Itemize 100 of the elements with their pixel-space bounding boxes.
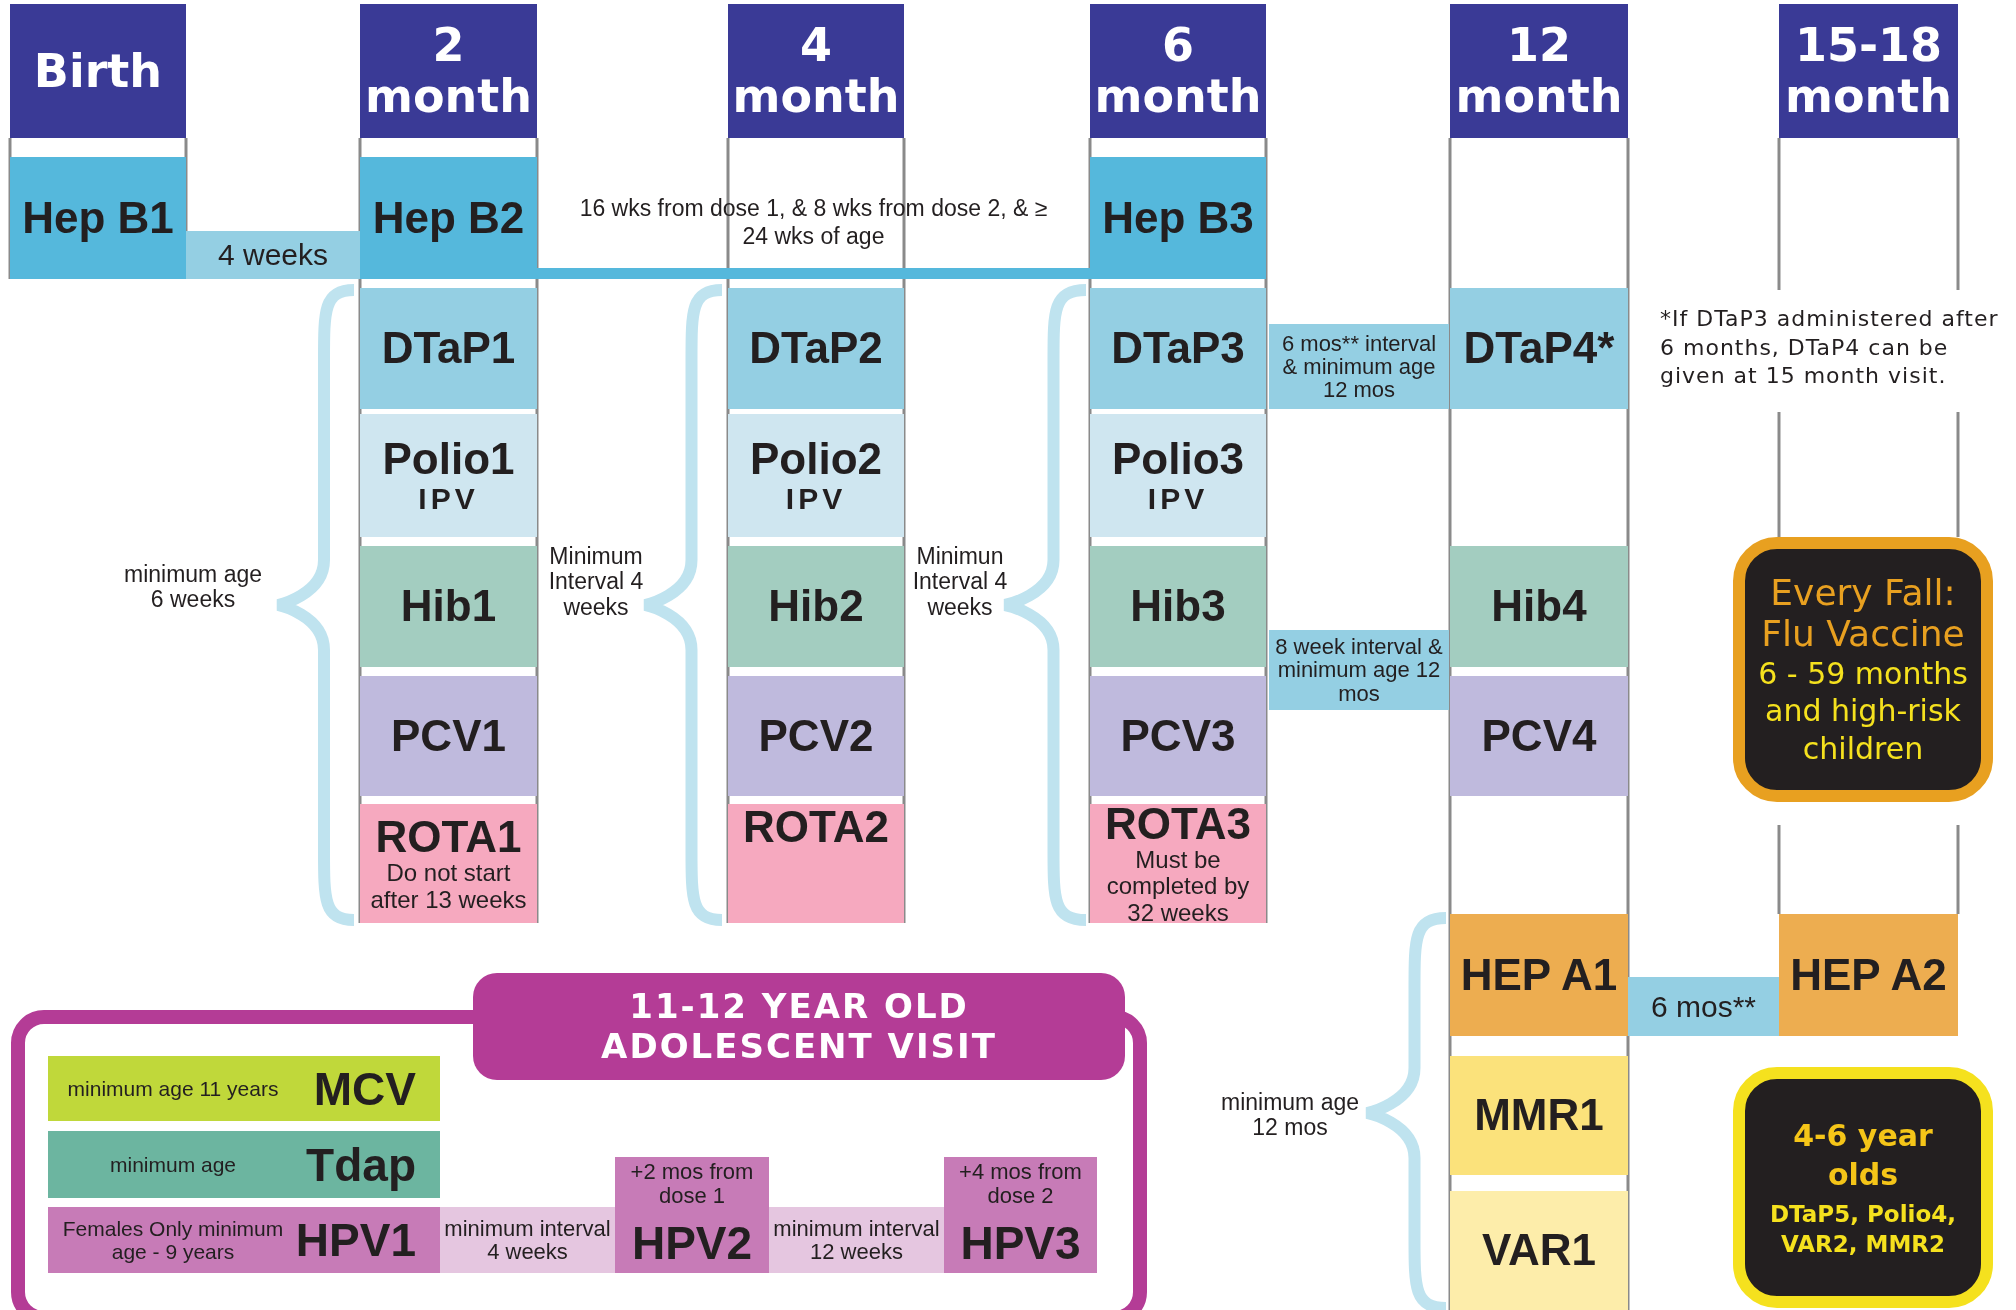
vaccine-box bbox=[360, 676, 537, 796]
vaccine-box bbox=[1450, 914, 1628, 1036]
vaccine-name: MMR1 bbox=[1474, 1092, 1604, 1139]
vaccine-name: PCV1 bbox=[391, 712, 506, 760]
note-heading: Every Fall: Flu Vaccine bbox=[1760, 571, 1966, 655]
age-label: 12 month bbox=[1455, 20, 1623, 122]
age-label: 2 month bbox=[365, 20, 532, 122]
vaccine-box bbox=[1450, 546, 1628, 667]
vaccine-name: DTaP4* bbox=[1463, 325, 1615, 372]
age-label: 6 month bbox=[1094, 20, 1262, 122]
vaccine-note: IPV bbox=[785, 482, 847, 516]
vaccine-box bbox=[360, 546, 537, 667]
age-header bbox=[1450, 4, 1628, 138]
vaccine-box bbox=[1090, 804, 1266, 923]
interval-band bbox=[186, 231, 360, 279]
interval-text: 6 mos** bbox=[1650, 990, 1756, 1023]
age-header bbox=[360, 4, 537, 138]
adolescent-visit-panel bbox=[10, 973, 1148, 1310]
vaccine-box bbox=[10, 157, 186, 279]
panel-title: 11-12 YEAR OLD ADOLESCENT VISIT bbox=[600, 985, 998, 1068]
interval-text: 6 mos** interval & minimum age 12 mos bbox=[1280, 331, 1438, 402]
vaccine-name: Hib4 bbox=[1491, 583, 1587, 630]
vaccine-box bbox=[615, 1157, 769, 1273]
note-heading: 4-6 year olds bbox=[1792, 1116, 1934, 1194]
footnote: *If DTaP3 administered after 6 months, DTaP4 can be given at 15 month visit. bbox=[1660, 305, 2000, 391]
vaccine-name: Polio1 bbox=[382, 435, 515, 483]
interval-text: minimum interval 4 weeks bbox=[444, 1216, 611, 1264]
age-header bbox=[10, 4, 186, 138]
vaccine-box bbox=[1450, 288, 1628, 409]
vaccine-name: HPV2 bbox=[631, 1216, 753, 1271]
vaccine-name: DTaP2 bbox=[749, 325, 883, 372]
vaccine-name: HEP A2 bbox=[1790, 951, 1947, 999]
note-text: DTaP5, Polio4, VAR2, MMR2 bbox=[1769, 1199, 1957, 1259]
age-note: minimum age 11 years bbox=[66, 1076, 280, 1101]
vaccine-name: Hib3 bbox=[1130, 583, 1226, 630]
vaccine-name: PCV3 bbox=[1120, 712, 1236, 760]
vaccine-box bbox=[1090, 414, 1266, 537]
age-label: Birth bbox=[33, 45, 163, 97]
vaccine-box bbox=[1090, 157, 1266, 279]
vaccine-name: ROTA3 bbox=[1105, 800, 1251, 847]
vaccine-name: Hib2 bbox=[768, 583, 864, 630]
vaccine-box bbox=[1090, 546, 1266, 667]
vaccine-box bbox=[728, 804, 904, 923]
vaccine-name: DTaP1 bbox=[381, 325, 516, 372]
vaccine-name: DTaP3 bbox=[1111, 325, 1245, 372]
vaccine-name: VAR1 bbox=[1481, 1227, 1597, 1274]
vaccine-note: Do not start after 13 weeks bbox=[369, 860, 528, 913]
vaccine-box bbox=[360, 288, 537, 409]
age-label: 15-18 month bbox=[1785, 20, 1952, 122]
vaccine-box bbox=[360, 157, 537, 279]
age-note: minimum age bbox=[108, 1152, 237, 1177]
age-note: Females Only minimum age - 9 years bbox=[61, 1216, 285, 1264]
interval-text: 16 wks from dose 1, & 8 wks from dose 2, & ≥ 24 wks of age bbox=[578, 195, 1049, 251]
note-text: 6 - 59 months and high-risk children bbox=[1757, 654, 1969, 768]
vaccine-box bbox=[360, 414, 537, 537]
vaccine-box bbox=[728, 546, 904, 667]
interval-band bbox=[769, 1207, 944, 1273]
age-header bbox=[728, 4, 904, 138]
vaccine-name: ROTA2 bbox=[743, 804, 889, 851]
vaccine-note: Must be completed by 32 weeks bbox=[1105, 847, 1251, 927]
vaccine-name: HPV1 bbox=[295, 1213, 416, 1267]
vaccine-box bbox=[1779, 914, 1958, 1036]
vaccine-name: ROTA1 bbox=[375, 814, 522, 861]
vaccine-box bbox=[48, 1056, 440, 1121]
vaccine-box bbox=[1450, 1056, 1628, 1175]
age-header bbox=[1779, 4, 1958, 138]
interval-note: +4 mos from dose 2 bbox=[958, 1159, 1083, 1209]
brace-label: Minimun Interval 4 weeks bbox=[911, 544, 1009, 620]
vaccine-box bbox=[944, 1157, 1097, 1273]
brace-label: minimum age 6 weeks bbox=[122, 562, 263, 613]
vaccine-name: PCV2 bbox=[758, 712, 874, 760]
vaccine-box bbox=[728, 676, 904, 796]
brace-label: minimum age 12 mos bbox=[1219, 1090, 1360, 1141]
vaccine-name: Tdap bbox=[306, 1137, 416, 1192]
age-header bbox=[1090, 4, 1266, 138]
interval-band bbox=[1628, 977, 1779, 1036]
interval-text: minimum interval 12 weeks bbox=[773, 1216, 940, 1264]
vaccine-name: PCV4 bbox=[1481, 712, 1597, 760]
vaccine-name: Hib1 bbox=[400, 583, 497, 630]
flu-note-box bbox=[1733, 537, 1993, 802]
brace-label: Minimum Interval 4 weeks bbox=[547, 544, 645, 620]
vaccine-box bbox=[48, 1131, 440, 1198]
vaccine-box bbox=[728, 288, 904, 409]
vaccine-name: Hep B3 bbox=[1102, 194, 1254, 242]
vaccine-box bbox=[1090, 288, 1266, 409]
vaccine-name: Polio3 bbox=[1112, 435, 1244, 483]
interval-note: +2 mos from dose 1 bbox=[629, 1159, 755, 1209]
vaccine-box bbox=[1450, 1191, 1628, 1310]
vaccine-box bbox=[1450, 676, 1628, 796]
vaccine-box bbox=[1090, 676, 1266, 796]
vaccine-name: HEP A1 bbox=[1460, 951, 1618, 999]
vaccine-box bbox=[728, 414, 904, 537]
vaccine-name: HPV3 bbox=[960, 1216, 1081, 1271]
interval-text: 4 weeks bbox=[217, 239, 329, 271]
vaccine-box bbox=[48, 1207, 440, 1273]
vaccine-note: IPV bbox=[418, 482, 479, 516]
vaccine-name: Hep B2 bbox=[372, 194, 525, 242]
age-label: 4 month bbox=[732, 20, 900, 122]
interval-band bbox=[440, 1207, 615, 1273]
vaccine-name: MCV bbox=[313, 1061, 416, 1116]
